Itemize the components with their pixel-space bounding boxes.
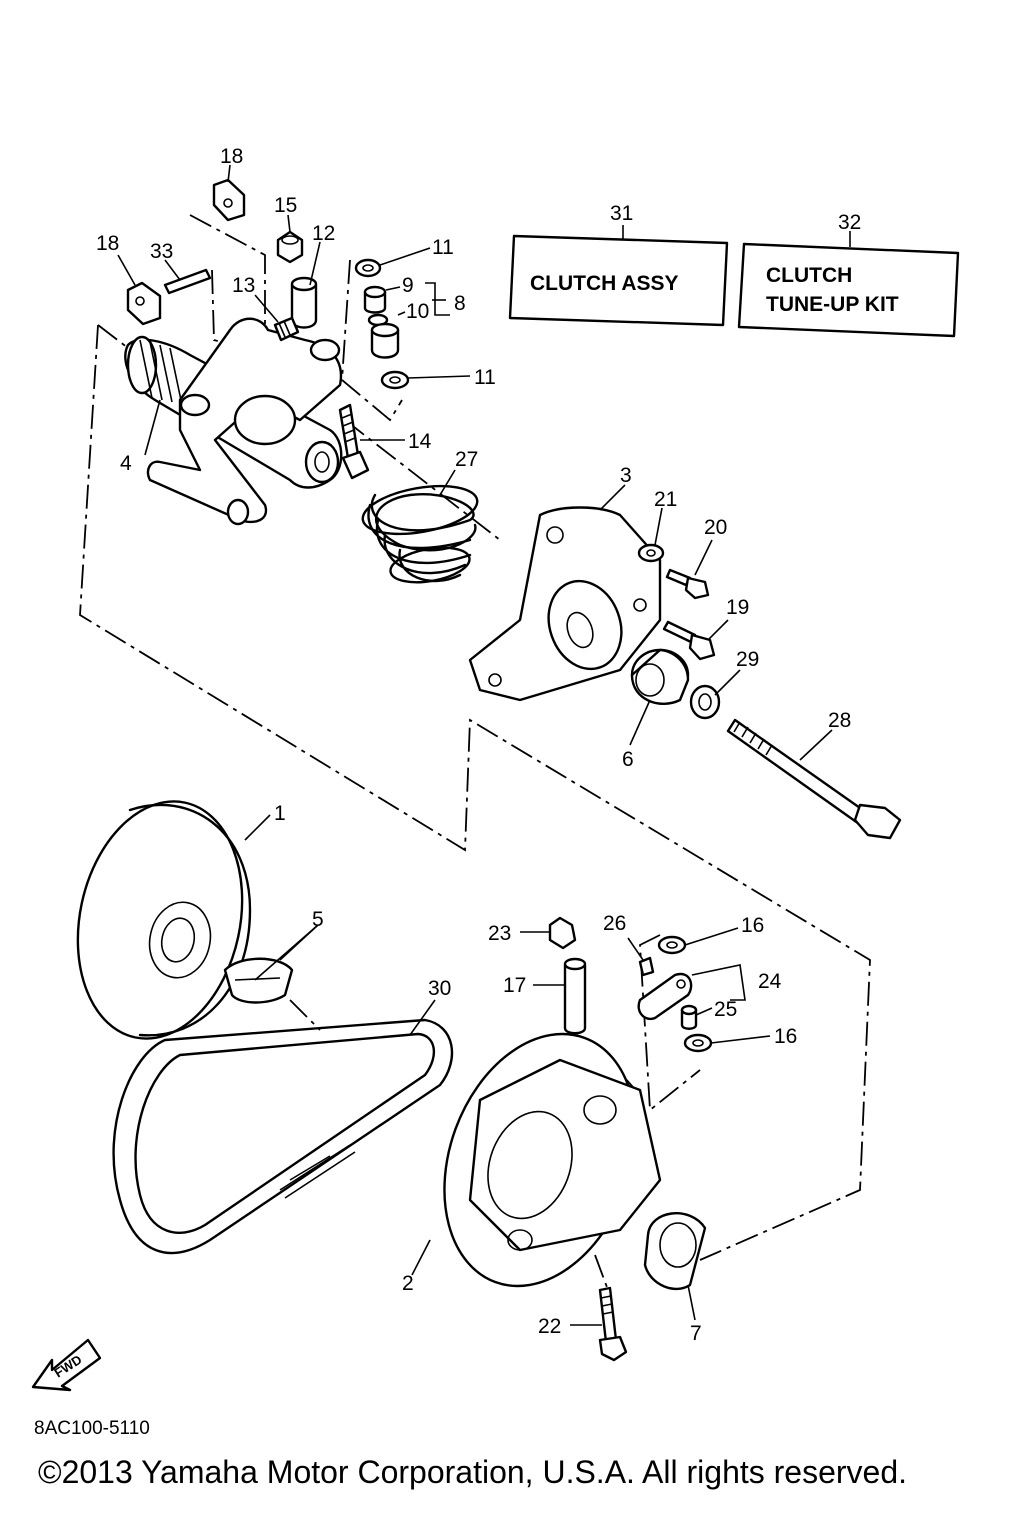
part-1-movable-sheave: [76, 800, 252, 1040]
part-label-11: 11: [432, 236, 454, 259]
part-18-weight-left: [126, 281, 162, 326]
part-33-pin: [163, 268, 212, 295]
part-label-26: 26: [603, 912, 626, 935]
part-label-22: 22: [538, 1315, 561, 1338]
part-16-washer-upper: [657, 935, 687, 955]
kit-box-clutch-tune-up-kit: 32 CLUTCH TUNE-UP KIT: [737, 211, 960, 338]
part-label-18: 18: [96, 232, 119, 255]
part-label-16: 16: [741, 914, 764, 937]
part-label-13: 13: [232, 274, 255, 297]
part-label-9: 9: [402, 274, 414, 297]
part-23-nut: [548, 916, 577, 950]
part-label-12: 12: [312, 222, 335, 245]
part-label-4: 4: [120, 452, 132, 475]
part-label-5: 5: [312, 908, 324, 931]
kit-box-line: CLUTCH ASSY: [530, 272, 679, 295]
part-15-nut: [276, 230, 304, 264]
fwd-arrow-icon: FWD: [31, 1338, 102, 1392]
part-4-fixed-sheave: [124, 317, 343, 526]
part-16-washer-lower: [683, 1033, 713, 1053]
part-label-10: 10: [406, 300, 429, 323]
part-label-27: 27: [455, 448, 478, 471]
part-3-cover: [468, 506, 662, 702]
part-label-6: 6: [622, 748, 634, 771]
part-label-29: 29: [736, 648, 759, 671]
part-label-16: 16: [774, 1025, 797, 1048]
part-7-roller: [643, 1212, 707, 1291]
part-10-collar: [367, 313, 400, 359]
part-21-washer: [637, 543, 665, 563]
part-label-18: 18: [220, 145, 243, 168]
part-label-3: 3: [620, 464, 632, 487]
part-20-bolt: [665, 568, 710, 600]
part-label-30: 30: [428, 977, 451, 1000]
kit-box-line: CLUTCH: [766, 264, 852, 287]
part-label-2: 2: [402, 1272, 414, 1295]
part-label-15: 15: [274, 194, 297, 217]
copyright-notice: ©2013 Yamaha Motor Corporation, U.S.A. A…: [38, 1454, 908, 1490]
part-22-bolt: [598, 1286, 628, 1362]
part-label-8: 8: [454, 292, 466, 315]
part-17-pin: [563, 957, 587, 1035]
diagram-code: 8AC100-5110: [34, 1418, 150, 1439]
part-label-20: 20: [704, 516, 727, 539]
part-label-1: 1: [274, 802, 286, 825]
part-label-19: 19: [726, 596, 749, 619]
part-28-bolt: [726, 718, 902, 840]
kit-box-number: 32: [838, 211, 861, 234]
leader-lines: [117, 164, 833, 1326]
part-label-28: 28: [828, 709, 851, 732]
part-number-labels: 18 18 33 15 12 13 11 9 10 8 11 14 27 4 3…: [96, 145, 851, 1345]
part-19-bolt: [662, 620, 716, 661]
part-24-weight-arm: [637, 972, 693, 1021]
part-11-washer-lower: [380, 370, 410, 390]
part-30-drive-belt: [112, 1018, 454, 1255]
part-26-pin: [638, 956, 655, 977]
part-14-bolt: [338, 403, 370, 480]
part-label-7: 7: [690, 1322, 702, 1345]
part-label-17: 17: [503, 974, 526, 997]
part-label-11: 11: [474, 366, 496, 389]
kit-box-clutch-assy: 31 CLUTCH ASSY: [508, 202, 729, 327]
part-label-14: 14: [408, 430, 432, 453]
kit-box-line: TUNE-UP KIT: [766, 293, 899, 316]
part-13-spring-pin: [273, 316, 300, 342]
part-27-spring: [361, 484, 479, 584]
part-label-24: 24: [758, 970, 782, 993]
part-18-weight-upper: [212, 178, 246, 222]
part-label-21: 21: [654, 488, 677, 511]
part-25-roller: [680, 1004, 698, 1030]
part-12-bushing: [290, 276, 318, 329]
part-2-secondary-sheave: [443, 1032, 662, 1288]
assembly-outline-upper: [79, 214, 871, 1291]
kit-box-number: 31: [610, 202, 633, 225]
part-9-roller: [363, 285, 387, 314]
part-29-washer: [689, 684, 721, 720]
part-6-roller: [630, 648, 690, 705]
part-5-slider: [223, 957, 294, 1004]
part-label-23: 23: [488, 922, 511, 945]
part-label-33: 33: [150, 240, 173, 263]
part-label-25: 25: [714, 998, 737, 1021]
part-11-washer-upper: [354, 258, 382, 278]
